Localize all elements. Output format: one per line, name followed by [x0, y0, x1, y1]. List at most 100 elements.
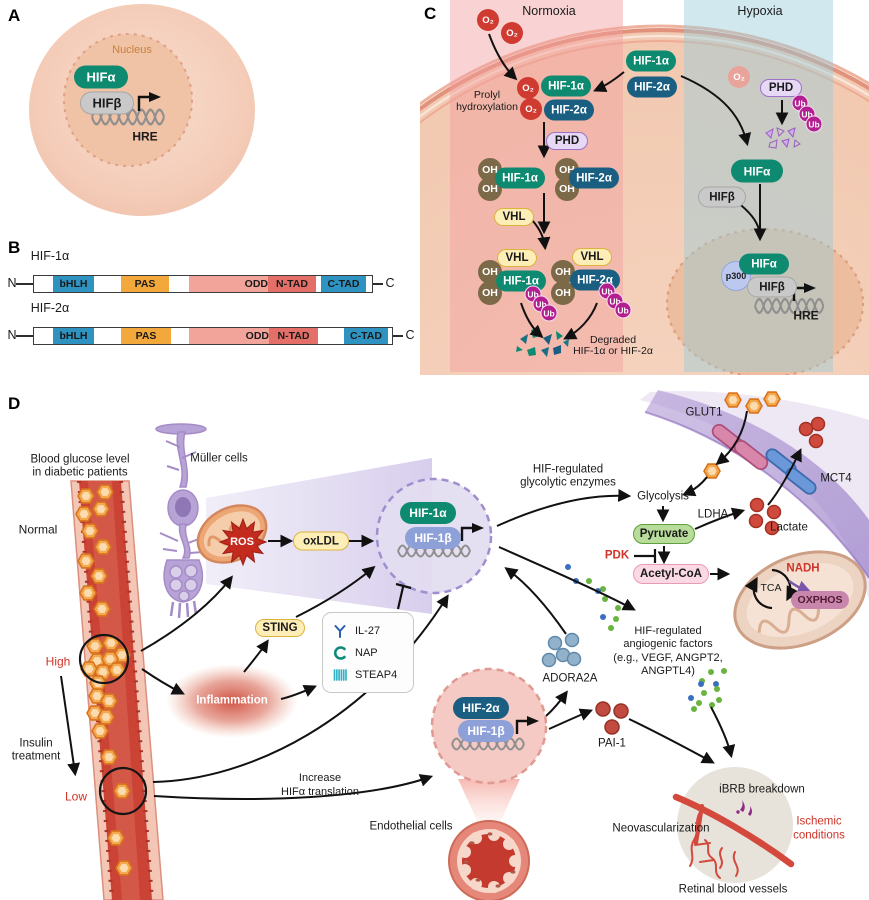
- n-terminus: N: [7, 276, 17, 291]
- hif1a-pill: HIF-1α: [541, 75, 591, 97]
- neovascularization-label: Neovascularization: [612, 822, 710, 835]
- degraded-label-2: HIF-1α or HIF-2α: [573, 345, 653, 358]
- ctad-domain: C-TAD: [321, 276, 366, 292]
- arrow-lactate-through-mct4: [767, 448, 802, 506]
- ros-star: [218, 517, 268, 567]
- glycolysis-label: Glycolysis: [637, 490, 689, 503]
- ubiquitin: Ub: [614, 301, 632, 319]
- transcription-arrow: [460, 523, 484, 541]
- arrow-o2-in: [488, 33, 518, 81]
- acetyl-coa-pill: Acetyl-CoA: [633, 564, 709, 584]
- pdk-label: PDK: [604, 549, 630, 562]
- ctad-domain: C-TAD: [344, 328, 388, 344]
- arrow-pai1-to-retina: [628, 718, 715, 764]
- hif2a-pill: HIF-2α: [544, 99, 594, 121]
- hif2a-pill: HIF-2α: [453, 697, 509, 719]
- muller-cells-label: Müller cells: [190, 452, 248, 465]
- steap4-label: STEAP4: [355, 668, 398, 681]
- increase-translation-label-1: Increase: [298, 771, 342, 784]
- membrane-protein-icon: [333, 668, 347, 681]
- hif-beta-pill: HIFβ: [698, 186, 746, 208]
- hif-alpha-pill: HIFα: [739, 253, 789, 275]
- arrow-hif1-to-glycolysis: [496, 488, 632, 527]
- degraded-label-1: Degraded: [589, 334, 637, 347]
- pyruvate-pill: Pyruvate: [633, 524, 695, 544]
- arrow-hif2-to-pai1: [548, 708, 594, 730]
- panel-a-label: A: [8, 6, 21, 25]
- glycolytic-enzymes-label-1: HIF-regulated: [532, 463, 604, 476]
- nap-label: NAP: [355, 646, 378, 659]
- arrow-low-to-hif2: [153, 774, 434, 800]
- tca-cycle-arrows: [744, 568, 800, 610]
- hif1a-pill: HIF-1α: [400, 502, 456, 524]
- hif2a-pill: HIF-2α: [627, 76, 677, 98]
- nap-row: NAP: [323, 642, 413, 664]
- transcription-arrow: [137, 92, 161, 111]
- o2-molecule: O₂: [517, 77, 539, 99]
- steap4-row: STEAP4: [323, 664, 413, 686]
- arrow-degrade-2: [563, 302, 598, 340]
- muller-cell: [155, 423, 207, 619]
- adora2a-dots: [541, 632, 582, 668]
- glycolytic-enzymes-label-2: glycolytic enzymes: [520, 476, 616, 489]
- panel-c-label: C: [424, 4, 437, 23]
- low-label: Low: [64, 789, 88, 804]
- pas-domain: PAS: [121, 328, 171, 344]
- il27-label: IL-27: [355, 624, 381, 637]
- odd-domain: ODD: [189, 276, 272, 292]
- hif1a-pill: HIF-1α: [626, 50, 676, 72]
- retinal-vessels: [672, 793, 795, 879]
- low-glucose-circle: [98, 766, 148, 816]
- oh-group: OH: [478, 260, 502, 284]
- normal-label: Normal: [18, 522, 58, 537]
- connector-line: [16, 335, 33, 337]
- arrow-glucose-to-glycolysis: [682, 476, 708, 497]
- phd-pill: PHD: [760, 79, 802, 97]
- arrow-hif2-to-adora2a: [545, 690, 568, 717]
- bhlh-domain: bHLH: [53, 276, 94, 292]
- arrow-low-to-hif1: [152, 594, 449, 783]
- increase-translation-label-2: HIFα translation: [281, 785, 359, 798]
- panel-d-label: D: [8, 394, 21, 413]
- degraded-phd-fragments: [765, 127, 801, 149]
- o2-molecule: O₂: [520, 98, 542, 120]
- nucleus-label: Nucleus: [112, 43, 152, 56]
- ibrb-breakdown-label: iBRB breakdown: [719, 783, 805, 796]
- oxldl-pill: oxLDL: [293, 531, 349, 551]
- cell-membrane-band: [645, 390, 869, 578]
- oxphos-pill: OXPHOS: [791, 591, 849, 609]
- oh-group: OH: [551, 281, 575, 305]
- o2-molecule-faded: O₂: [728, 66, 750, 88]
- hif2a-pill: HIF-2α: [569, 167, 619, 189]
- hif1b-pill: HIF-1β: [458, 720, 514, 742]
- hif1a-domain-bar: bHLH PAS ODD N-TAD C-TAD: [33, 275, 373, 293]
- leak-marks: [736, 800, 752, 816]
- arrow-hif1-to-angiogenic: [498, 546, 636, 611]
- inflammation-glow: [166, 664, 298, 738]
- vhl-pill: VHL: [572, 248, 612, 266]
- prolyl-label-1: Prolyl: [473, 89, 501, 102]
- hif2a-domain-bar: bHLH PAS ODD N-TAD C-TAD: [33, 327, 393, 345]
- prolyl-label-2: hydroxylation: [456, 101, 518, 114]
- arrow-pyruvate-to-lactate: [694, 507, 746, 530]
- nadh-label: NADH: [786, 562, 820, 575]
- ischemic-label-1: Ischemic: [796, 815, 842, 828]
- hif2a-row-label: HIF-2α: [30, 301, 70, 316]
- hif-beta-pill: HIFβ: [80, 91, 134, 115]
- pai1-dots: [595, 701, 629, 735]
- hre-label: HRE: [793, 308, 819, 323]
- ischemic-label-2: conditions: [793, 829, 845, 842]
- connector-line: [16, 283, 33, 285]
- insulin-label-2: treatment: [11, 750, 61, 763]
- retina-circle: [672, 767, 795, 883]
- odd-domain: ODD: [189, 328, 273, 344]
- connector-line: [373, 283, 383, 285]
- ubiquitin: Ub: [805, 115, 823, 133]
- tbar-box-to-hif1: [395, 582, 412, 610]
- mct4-transporter: [765, 448, 817, 495]
- c-terminus: C: [405, 328, 415, 343]
- arrow-adora2a-to-hif1: [504, 567, 567, 635]
- tbar-pdk-to-pyruvate: [634, 549, 657, 563]
- pathway-arrows: [60, 410, 802, 800]
